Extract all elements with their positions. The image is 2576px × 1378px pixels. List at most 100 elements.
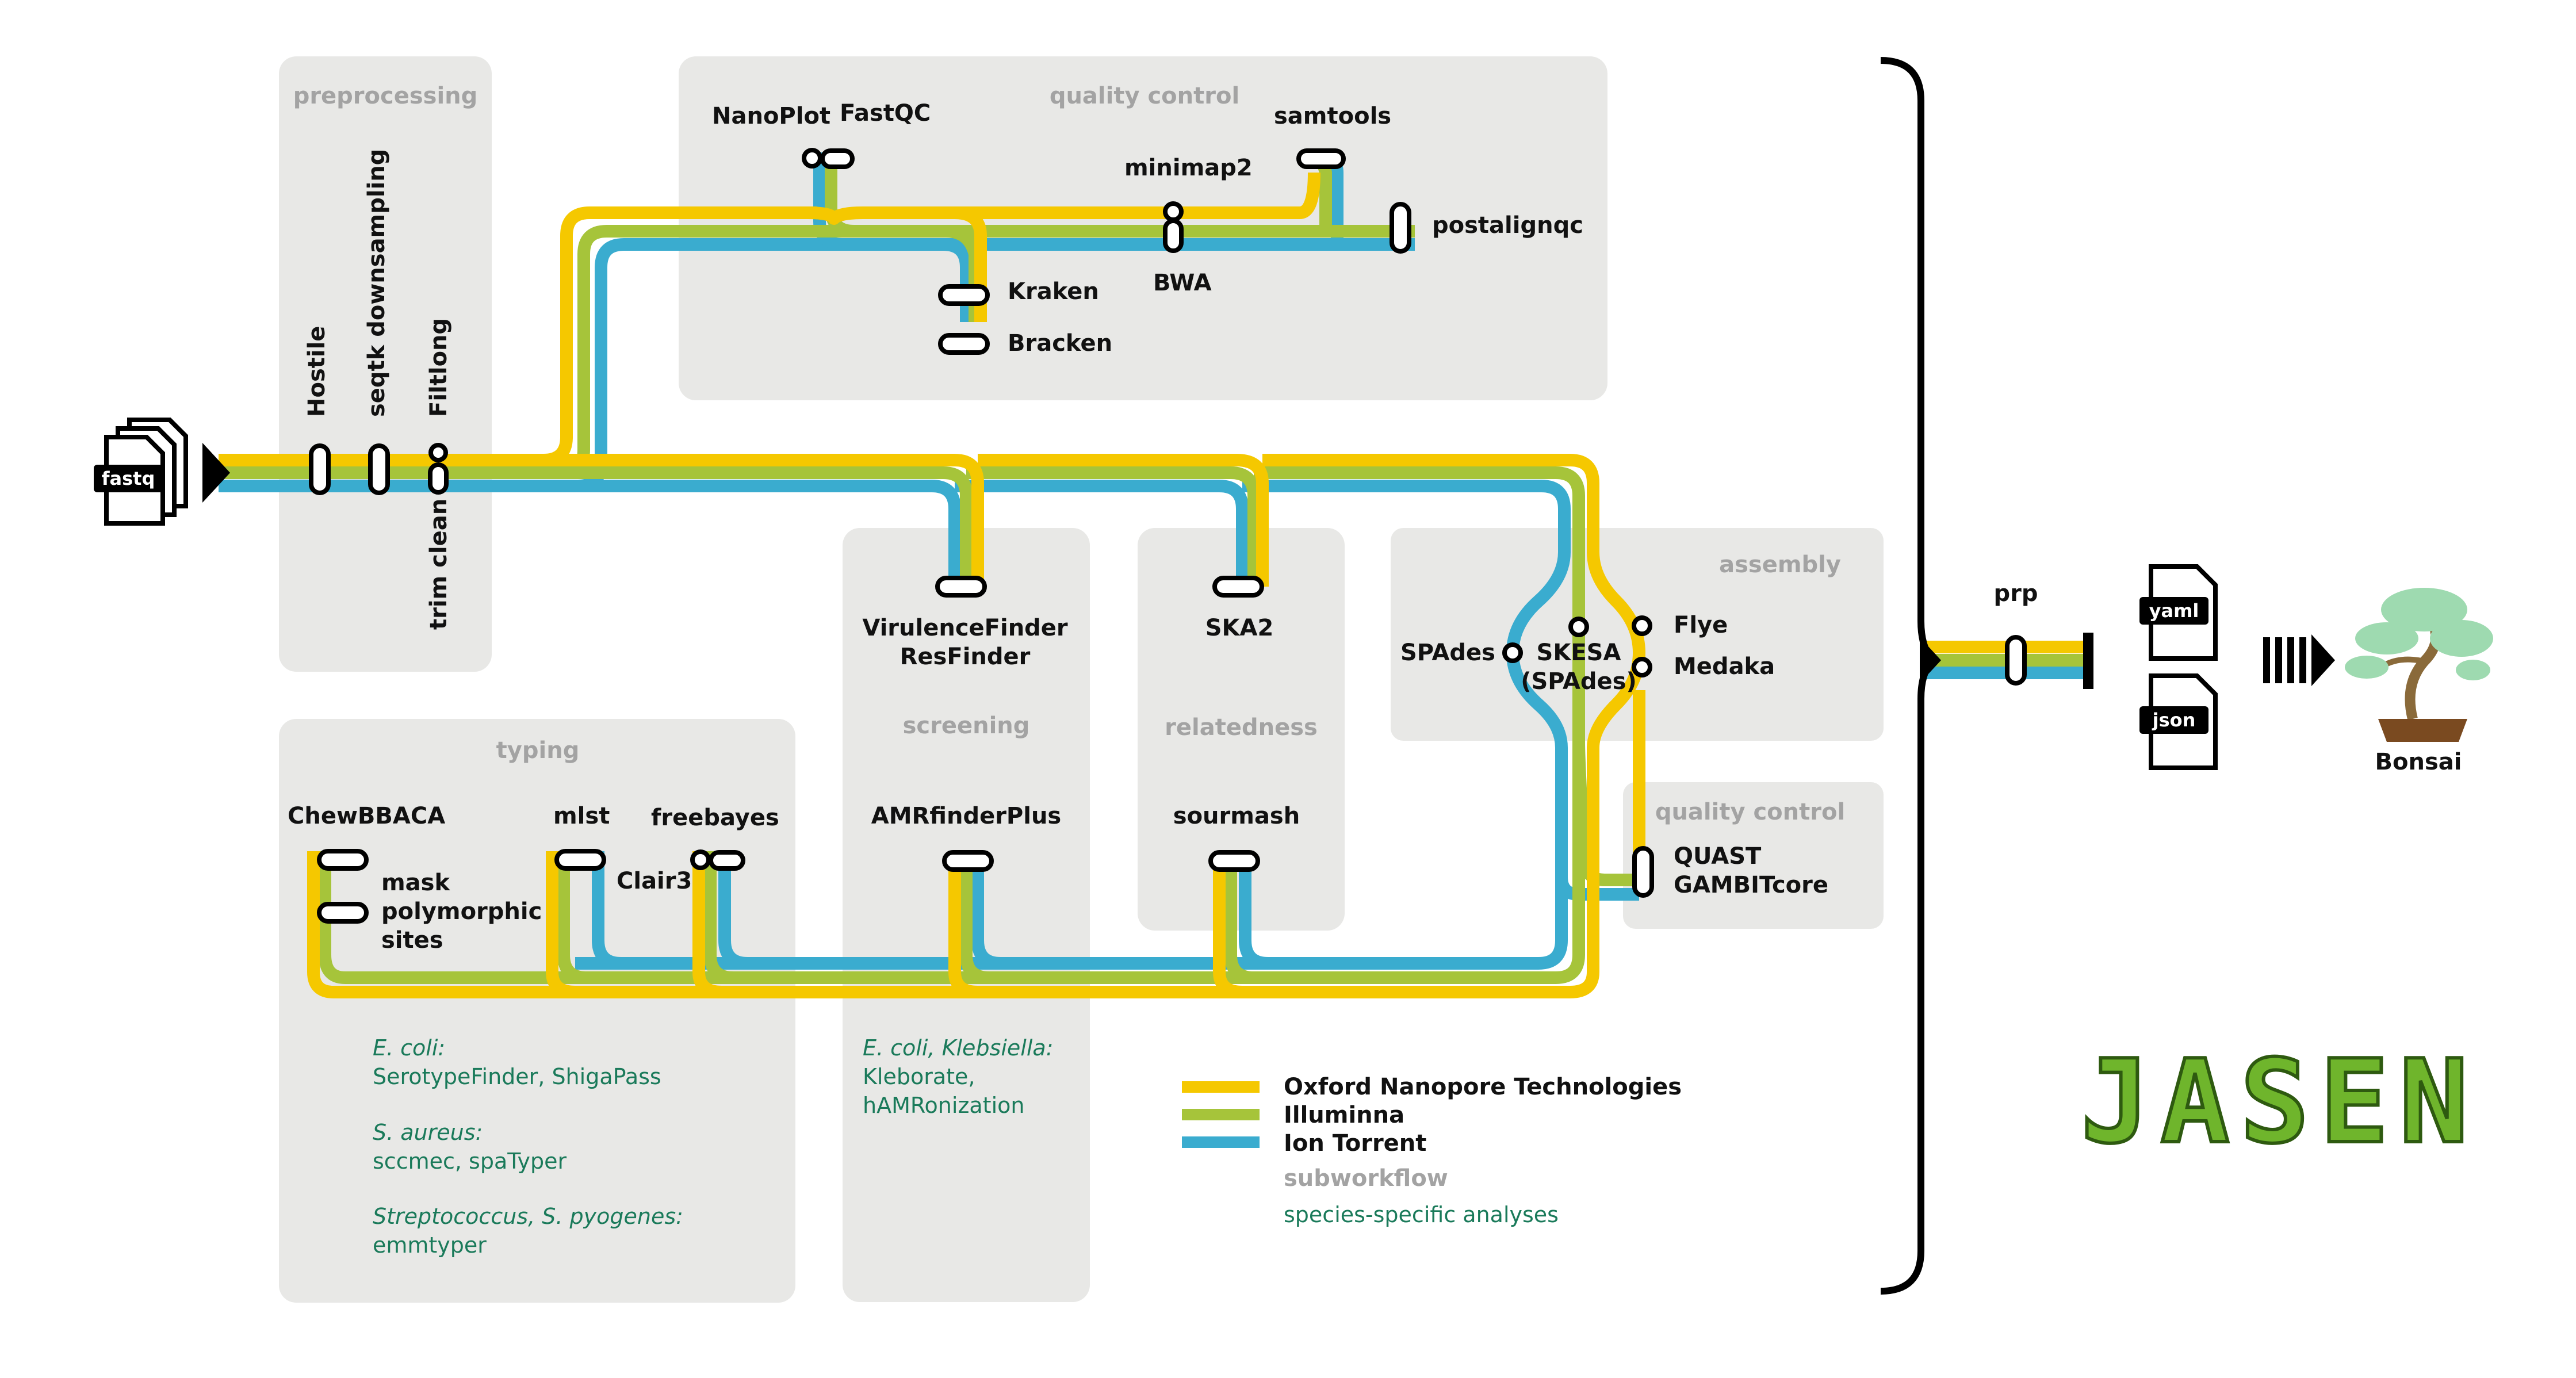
- typing-box: [279, 719, 795, 1303]
- station-fastqc: [820, 148, 855, 169]
- station-amrfinder: [942, 850, 994, 872]
- label-mask-1: mask: [381, 870, 450, 896]
- station-freebayes: [709, 850, 745, 871]
- transfer-arrow-icon: [2263, 634, 2335, 686]
- assembly-title: assembly: [1719, 552, 1841, 578]
- logo-text: JASEN: [2081, 1035, 2479, 1169]
- relatedness-box: [1138, 528, 1345, 931]
- label-minimap2: minimap2: [1124, 155, 1253, 181]
- start-arrow-icon: [202, 443, 230, 503]
- tool-labels: Hostile seqtk downsampling Filtlong trim…: [288, 100, 2038, 954]
- prp-end-bar: [2083, 633, 2093, 689]
- label-resfinder: ResFinder: [900, 644, 1031, 670]
- legend-species: species-specific analyses: [1284, 1202, 1559, 1227]
- station-ska2: [1212, 576, 1264, 598]
- typing-species-2-tools: sccmec, spaTyper: [373, 1149, 567, 1174]
- station-bwa: [1163, 219, 1184, 253]
- legend-swatch-ont: [1182, 1081, 1260, 1093]
- label-samtools: samtools: [1274, 103, 1391, 129]
- station-mlst: [554, 849, 606, 871]
- label-bracken: Bracken: [1008, 330, 1112, 357]
- station-kraken: [938, 284, 990, 306]
- assembly-qc-title: quality control: [1655, 799, 1845, 825]
- label-kraken: Kraken: [1008, 278, 1099, 305]
- station-mask: [317, 902, 369, 924]
- ont-lines: [219, 172, 2088, 998]
- label-skesa: SKESA: [1537, 640, 1621, 666]
- preprocessing-box: [279, 56, 492, 672]
- station-skesa: [1568, 617, 1589, 637]
- label-gambit: GAMBITcore: [1674, 872, 1828, 898]
- fastq-file-stack-icon: fastq: [94, 418, 188, 526]
- label-skesa-alt: (SPAdes): [1521, 668, 1637, 695]
- label-spades: SPAdes: [1400, 640, 1495, 666]
- station-nanoplot: [802, 148, 822, 169]
- assembly-qc-box: [1623, 782, 1884, 929]
- json-file-icon: json: [2139, 673, 2218, 770]
- label-mask-3: sites: [381, 927, 443, 954]
- screening-species-tools-2: hAMRonization: [863, 1093, 1024, 1118]
- label-chewbbaca: ChewBBACA: [288, 803, 445, 829]
- legend-iontorrent: Ion Torrent: [1284, 1130, 1426, 1157]
- label-freebayes: freebayes: [651, 805, 779, 831]
- yaml-label: yaml: [2149, 600, 2199, 622]
- label-ska2: SKA2: [1205, 615, 1274, 641]
- screening-species-organism: E. coli, Klebsiella:: [863, 1035, 1054, 1061]
- station-seqtk: [368, 443, 390, 495]
- station-sourmash: [1208, 850, 1260, 872]
- station-virulencefinder: [935, 576, 987, 598]
- label-mlst: mlst: [553, 803, 610, 829]
- label-fastqc: FastQC: [840, 100, 931, 127]
- station-postalignqc: [1390, 202, 1411, 254]
- station-hostile: [309, 443, 331, 495]
- screening-species: E. coli, Klebsiella: Kleborate, hAMRoniz…: [863, 1035, 1054, 1118]
- label-filtlong: Filtlong: [426, 318, 452, 417]
- station-prp: [2005, 635, 2027, 686]
- typing-title: typing: [496, 737, 580, 764]
- relatedness-title: relatedness: [1165, 714, 1318, 741]
- bonsai-tree-icon: [2345, 588, 2493, 742]
- label-mask-2: polymorphic: [381, 898, 542, 925]
- json-label: json: [2152, 709, 2196, 731]
- typing-species-3-tools: emmtyper: [373, 1232, 487, 1258]
- station-quast: [1632, 846, 1654, 898]
- legend-subworkflow: subworkflow: [1284, 1165, 1448, 1192]
- label-sourmash: sourmash: [1173, 803, 1300, 829]
- legend-ont: Oxford Nanopore Technologies: [1284, 1074, 1682, 1100]
- label-medaka: Medaka: [1674, 653, 1775, 680]
- typing-species: E. coli: SerotypeFinder, ShigaPass S. au…: [373, 1035, 683, 1258]
- label-seqtk: seqtk downsampling: [363, 149, 390, 417]
- station-medaka: [1632, 657, 1652, 677]
- preprocessing-title: preprocessing: [293, 83, 478, 109]
- station-samtools: [1296, 148, 1346, 169]
- legend-swatch-iontorrent: [1182, 1136, 1260, 1148]
- legend-illumina: Illuminna: [1284, 1102, 1404, 1128]
- label-quast: QUAST: [1674, 843, 1762, 870]
- label-flye: Flye: [1674, 612, 1728, 638]
- section-backgrounds: [279, 56, 1884, 1303]
- station-clair3: [690, 849, 711, 870]
- station-bracken: [938, 333, 990, 355]
- label-hostile: Hostile: [304, 326, 330, 417]
- legend: Oxford Nanopore Technologies Illuminna I…: [1182, 1074, 1682, 1227]
- typing-species-1-organism: E. coli:: [373, 1035, 445, 1061]
- station-flye: [1632, 615, 1652, 636]
- jasen-logo: JASEN: [2079, 1034, 2479, 1171]
- screening-species-tools-1: Kleborate,: [863, 1064, 975, 1089]
- label-bwa: BWA: [1153, 270, 1212, 296]
- label-virulencefinder: VirulenceFinder: [862, 615, 1068, 641]
- typing-species-3-organism: Streptococcus, S. pyogenes:: [373, 1204, 683, 1229]
- fastq-label: fastq: [102, 468, 155, 489]
- label-nanoplot: NanoPlot: [712, 103, 830, 129]
- legend-swatch-illumina: [1182, 1109, 1260, 1120]
- station-chewbbaca: [317, 849, 369, 871]
- label-amrfinder: AMRfinderPlus: [871, 803, 1062, 829]
- yaml-file-icon: yaml: [2139, 564, 2218, 661]
- label-postalignqc: postalignqc: [1432, 212, 1583, 239]
- screening-title: screening: [903, 713, 1030, 739]
- label-bonsai: Bonsai: [2375, 749, 2462, 775]
- quality-control-title: quality control: [1050, 83, 1239, 109]
- typing-species-2-organism: S. aureus:: [373, 1120, 483, 1145]
- station-filtlong: [428, 443, 448, 462]
